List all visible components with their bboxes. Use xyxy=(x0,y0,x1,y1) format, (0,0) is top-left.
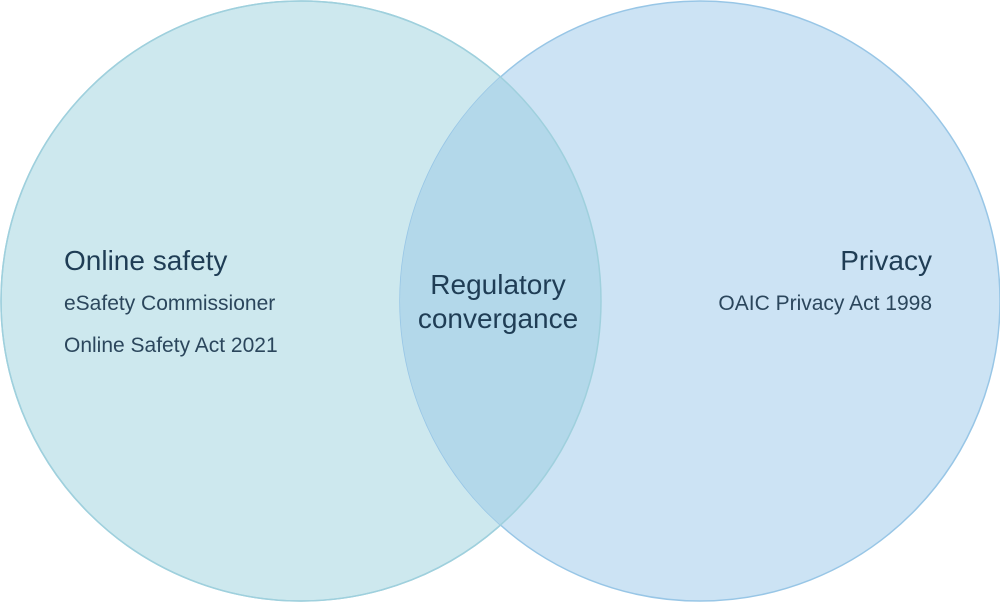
esafety-commissioner-label: eSafety Commissioner xyxy=(64,292,276,315)
convergance-label: convergance xyxy=(417,303,579,334)
privacy-labels: Privacy OAIC Privacy Act 1998 xyxy=(718,244,932,320)
privacy-title: Privacy xyxy=(840,245,932,276)
online-safety-labels: Online safety eSafety Commissioner Onlin… xyxy=(64,244,278,362)
regulatory-label: Regulatory xyxy=(430,269,566,300)
online-safety-circle-outline xyxy=(0,0,602,602)
privacy-act-label: OAIC Privacy Act 1998 xyxy=(718,292,932,315)
online-safety-title: Online safety xyxy=(64,245,228,276)
overlap-region xyxy=(400,1,601,601)
online-safety-act-label: Online Safety Act 2021 xyxy=(64,334,278,357)
regulatory-convergance-labels: Regulatory convergance xyxy=(400,268,596,336)
